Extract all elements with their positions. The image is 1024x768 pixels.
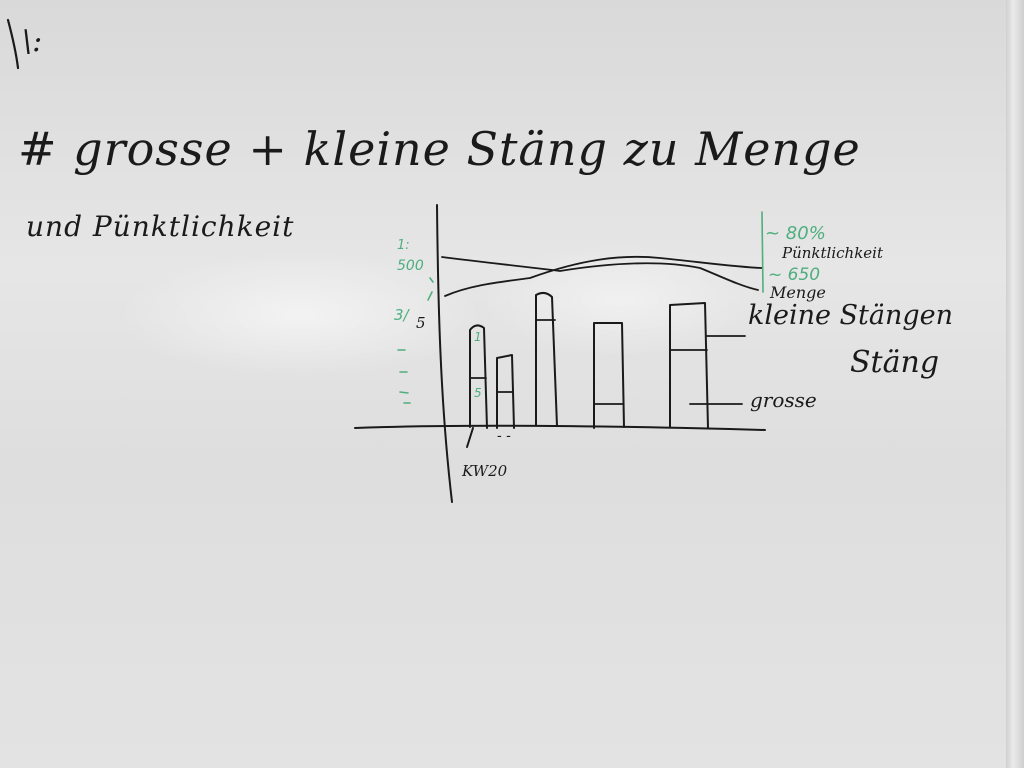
bar-1 [469,324,488,429]
bar-note-1: 1 [474,330,482,344]
green-scale-dashes [397,349,411,404]
bar-note-5: 5 [474,386,482,400]
label-quantity: Menge [770,283,826,302]
label-small-bars: kleine Stängen [748,300,954,331]
bar-3 [535,291,558,427]
bar-5 [669,302,709,429]
label-punctuality: Pünktlichkeit [782,244,883,262]
corner-mark: \: [22,24,43,59]
whiteboard-frame-edge [1006,0,1024,768]
subheading-text: und Pünktlichkeit [26,210,295,243]
quantity-line [444,255,763,297]
label-right-top: ~ 80% [765,223,826,244]
green-small-marks [427,277,434,301]
y-note-top: 1: [397,238,410,253]
x-axis-dots: - - [497,428,511,444]
heading-text: # grosse + kleine Stäng zu Menge [18,122,861,176]
label-right-mid: ~ 650 [768,265,821,285]
green-reference-line [761,211,764,293]
bar-4 [593,322,625,429]
y-note-5: 5 [416,314,426,332]
y-note-500: 500 [397,258,424,274]
label-large-bars: grosse [750,388,817,412]
x-tick-mark [466,427,474,448]
y-axis-line [436,204,453,503]
y-note-3: 3/ [394,306,409,324]
x-axis-label: KW20 [462,462,508,480]
punctuality-line [441,256,759,291]
x-axis-line [354,424,766,431]
label-large-bars-word: Stäng [850,345,940,380]
corner-mark-stroke [6,18,20,70]
